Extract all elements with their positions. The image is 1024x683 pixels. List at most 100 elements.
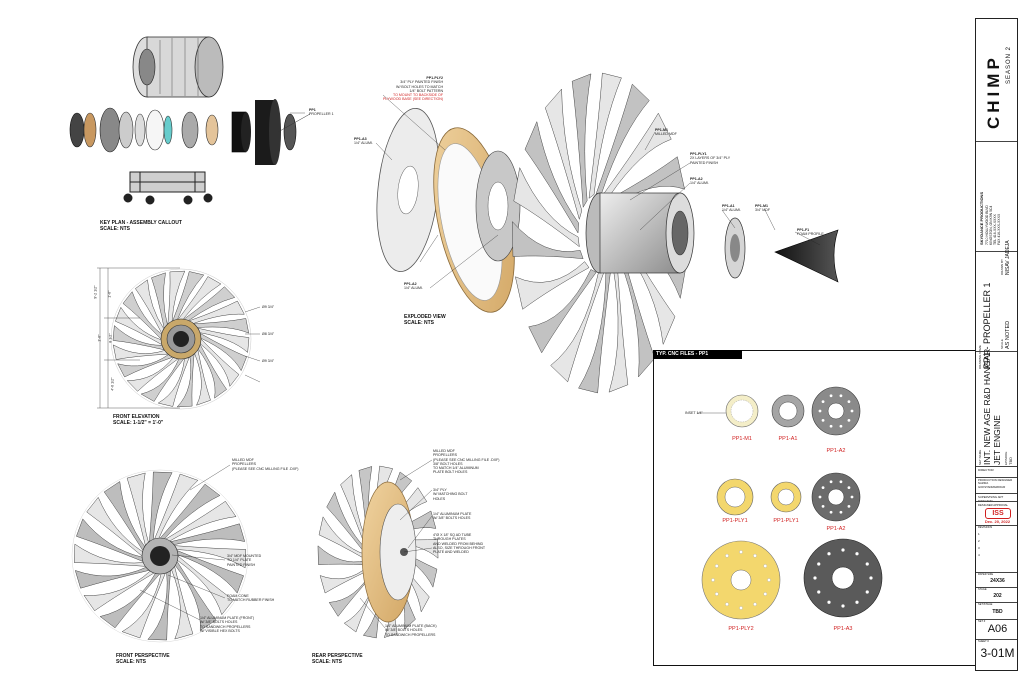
blade — [171, 565, 194, 640]
blade — [511, 220, 584, 259]
fp-note-3: FOAM CONE TO MATCH RUBBER FINISH — [227, 594, 275, 603]
blade — [154, 473, 199, 540]
dim-6: Ø9 3/4" — [262, 305, 275, 309]
bolt-hole — [829, 480, 833, 484]
cnc-label-ply1a: PP1-PLY1 — [722, 518, 748, 524]
set-no-label: SET # — [978, 620, 986, 623]
blade — [121, 572, 166, 639]
blade — [112, 325, 165, 351]
bolt-hole — [829, 510, 833, 514]
dim-8: Ø9 3/4" — [262, 359, 275, 363]
bolt-hole — [829, 394, 833, 398]
bolt-hole — [821, 419, 825, 422]
exploded-blades — [511, 72, 689, 394]
bolt-hole — [839, 480, 843, 484]
blade — [550, 272, 605, 383]
bolt-hole — [841, 604, 845, 608]
blade — [326, 491, 365, 553]
front-elevation-title: FRONT ELEVATION — [113, 414, 160, 420]
blade — [603, 112, 672, 197]
bolt-hole — [711, 578, 715, 582]
bolt-hole — [739, 606, 743, 610]
scale-label: SCALE — [1000, 339, 1004, 349]
location-label: SET/STAGE — [978, 603, 993, 606]
dim-4: 8 1/2" — [108, 333, 113, 343]
blade — [617, 245, 656, 378]
blade — [177, 555, 234, 616]
blade — [83, 570, 155, 612]
rp-note-4: 4"Ø x 18" SQ AD TUBE THROUGH PLATES AND … — [433, 533, 486, 555]
bolt-hole — [763, 564, 767, 568]
bolt-hole — [715, 592, 719, 596]
rp-note-3: 1/4" ALUMINUM PLATE W/ 3/8" BOLTS HOLES — [433, 512, 472, 521]
bolt-hole — [821, 400, 825, 403]
key-plan-parts — [69, 99, 311, 165]
set-sub: JET ENGINE — [992, 415, 1002, 465]
brand-logo: CHIMP — [984, 54, 1003, 129]
bolt-hole — [839, 394, 843, 398]
blade — [172, 271, 205, 322]
brand-season: SEASON 2 — [1006, 45, 1012, 84]
blade — [157, 356, 190, 407]
blade — [524, 120, 579, 234]
stamp-label: DESIGNER APPROVAL — [978, 503, 1009, 507]
key-plan-title: KEY PLAN - ASSEMBLY CALLOUT — [100, 220, 182, 226]
rp-scale: SCALE: NTS — [312, 659, 342, 665]
sheet-label: SHEET # — [978, 640, 989, 643]
rear-perspective-illustration — [317, 465, 439, 639]
production-designer: PRODUCTION DESIGNER NAZIRA GOKSTADMARPAU… — [978, 478, 1013, 489]
paper-size: 24X36 — [990, 578, 1005, 584]
bolt-hole — [753, 554, 757, 558]
blade — [197, 344, 227, 399]
bolt-hole — [841, 548, 845, 552]
rev-1: 1 — [978, 532, 980, 536]
blade — [117, 354, 174, 378]
revision-list: 1 2 3 4 — [978, 531, 980, 559]
cnc-inset-label: INSET 1/4" — [685, 411, 703, 415]
cnc-title: TYP. CNC FILES - PP1 — [653, 350, 742, 359]
scale-value: AS NOTED — [1005, 320, 1011, 349]
fp-note-2: 3/4" MDF MOUNTED TO 1/4" PLATE PAINTED F… — [227, 554, 262, 567]
blade — [159, 483, 221, 540]
rev-4: 4 — [978, 553, 980, 557]
bolt-hole — [865, 562, 869, 566]
blade — [74, 543, 146, 567]
cnc-label-a2b: PP1-A2 — [826, 526, 846, 532]
blade — [319, 565, 372, 594]
bolt-hole — [818, 495, 822, 499]
exploded-scale: SCALE: NTS — [404, 320, 434, 326]
bolt-hole — [829, 424, 833, 428]
blade — [170, 523, 246, 546]
blade — [165, 500, 237, 542]
key-plan-illustration — [69, 36, 311, 205]
iss-stamp: ISS — [985, 508, 1011, 519]
bolt-hole — [827, 600, 831, 604]
blade — [167, 270, 186, 325]
rev-2: 2 — [978, 539, 980, 543]
blade — [588, 72, 622, 199]
blade — [74, 566, 150, 589]
dim-7: Ø8 3/4" — [262, 332, 275, 336]
bolt-hole — [847, 400, 851, 403]
leader-lines — [139, 94, 821, 629]
set-number: A06 — [987, 623, 1008, 635]
blade — [177, 276, 222, 320]
bolt-hole — [855, 552, 859, 556]
cnc-label-ply2: PP1-PLY2 — [728, 626, 754, 632]
dim-2: 1'-0" — [97, 334, 102, 342]
rp-note-5: 1/4" ALUMINUM PLATE (BACK) W/ 3/8" BOLTS… — [385, 624, 437, 637]
blade — [595, 83, 650, 194]
front-perspective-illustration — [71, 469, 249, 643]
title-block: CHIMP SEASON 2 SKYDANCE PRODUCTIONS 7710… — [975, 18, 1018, 671]
bolt-hole — [813, 576, 817, 580]
blade — [571, 73, 592, 209]
bolt-hole — [850, 495, 854, 499]
blade — [193, 318, 250, 334]
dim-3: 1'-6" — [107, 290, 112, 298]
